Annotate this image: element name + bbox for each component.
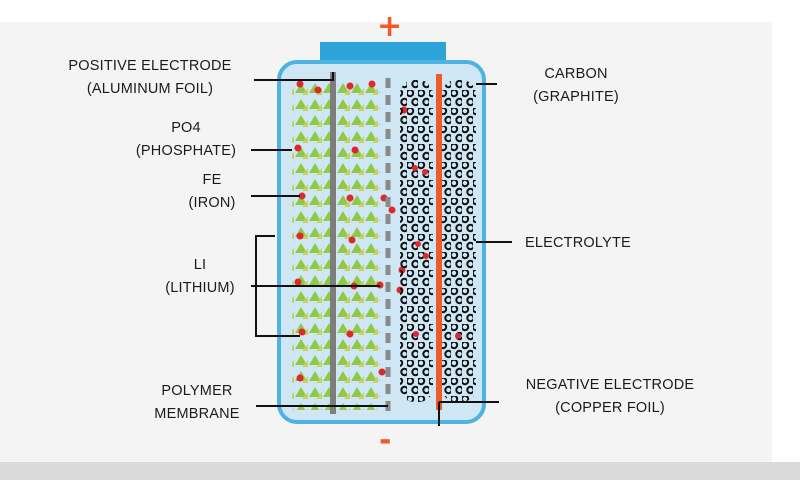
label-electrolyte: ELECTROLYTE [525,235,631,251]
label-carbon-l1: CARBON [544,66,607,82]
copper-foil [436,74,442,410]
label-negative-electrode-l2: (COPPER FOIL) [555,400,665,416]
label-li-l2: (LITHIUM) [165,280,234,296]
label-fe-l1: FE [203,172,222,188]
graphite-right [442,80,476,402]
leader-lines [251,72,512,426]
label-po4-l1: PO4 [171,120,201,136]
positive-sign: + [377,9,402,44]
label-carbon-l2: (GRAPHITE) [533,89,619,105]
label-positive-electrode-l2: (ALUMINUM FOIL) [87,81,213,97]
label-polymer-l2: MEMBRANE [154,406,240,422]
anode-lithium-ions [412,165,461,339]
label-po4-l2: (PHOSPHATE) [136,143,236,159]
label-fe-l2: (IRON) [188,195,235,211]
negative-sign: - [379,423,391,458]
label-negative-electrode-l1: NEGATIVE ELECTRODE [526,377,695,393]
leader-positive-electrode [254,72,334,81]
graphite-left [400,80,433,402]
aluminum-foil [330,72,336,414]
label-positive-electrode-l1: POSITIVE ELECTRODE [68,58,231,74]
bottom-band [0,462,800,480]
label-li-l1: LI [194,257,207,273]
label-polymer-l1: POLYMER [161,383,232,399]
